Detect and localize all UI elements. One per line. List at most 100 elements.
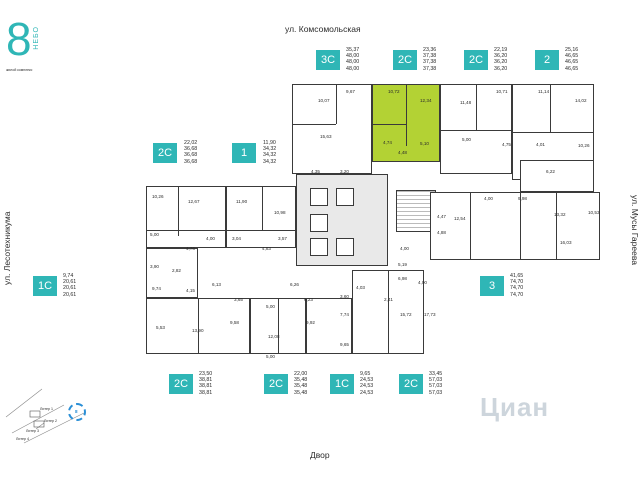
minimap-label: Литер 2 — [44, 419, 57, 423]
minimap-label: Литер 3 — [26, 429, 39, 433]
room-area: 5,00 — [150, 232, 159, 237]
apartment-3-right[interactable] — [430, 192, 600, 260]
unit-badge-left-2[interactable]: 1 — [232, 143, 256, 163]
price-line: 37,38 — [423, 53, 437, 60]
apartment-2c-left[interactable] — [146, 186, 226, 248]
room-area: 3,04 — [232, 236, 241, 241]
price-line: 9,65 — [360, 371, 371, 377]
room-area: 7,74 — [340, 312, 349, 317]
unit-badge-top-1[interactable]: 3С — [316, 50, 340, 70]
room-area: 9,58 — [230, 320, 239, 325]
apartment-block-right-top[interactable] — [520, 160, 594, 192]
room-area: 3,65 — [234, 297, 243, 302]
stairwell — [396, 190, 436, 232]
price-line: 25,16 — [565, 47, 579, 53]
unit-prices-left-1: 22,02 36,68 36,68 36,68 — [184, 140, 197, 165]
room-area: 4,75 — [502, 142, 511, 147]
compass-ring — [68, 403, 86, 421]
room-area: 4,15 — [186, 288, 195, 293]
unit-prices-left-3: 9,74 20,61 20,61 20,61 — [63, 273, 76, 298]
room-area: 4,01 — [536, 142, 545, 147]
price-line: 36,68 — [184, 158, 198, 165]
unit-badge-left-3[interactable]: 1С — [33, 276, 57, 296]
price-line: 24,53 — [360, 389, 374, 396]
price-line: 35,48 — [294, 383, 308, 390]
room-area: 9,65 — [340, 342, 349, 347]
unit-prices-bottom-2: 22,00 35,48 35,48 35,48 — [294, 371, 307, 396]
room-area: 5,00 — [266, 304, 275, 309]
room-area: 3,20 — [340, 169, 349, 174]
price-line: 35,37 — [346, 47, 360, 53]
room-area: 12,08 — [268, 334, 280, 339]
room-area: 10,26 — [152, 194, 164, 199]
room-area: 9,98 — [518, 196, 527, 201]
unit-badge-bottom-2[interactable]: 2С — [264, 374, 288, 394]
price-line: 41,65 — [510, 273, 524, 279]
unit-prices-left-2: 11,90 34,32 34,32 34,32 — [263, 140, 276, 165]
room-area: 10,72 — [388, 89, 400, 94]
room-area: 11,14 — [538, 89, 550, 94]
room-area: 4,76 — [186, 246, 195, 251]
price-line: 38,81 — [199, 389, 213, 396]
apartment-1c-left[interactable] — [146, 248, 198, 298]
room-area: 9,92 — [306, 320, 315, 325]
unit-badge-top-4[interactable]: 2 — [535, 50, 559, 70]
room-area: 4,00 — [484, 196, 493, 201]
room-area: 12,34 — [420, 98, 432, 103]
room-area: 5,53 — [156, 325, 165, 330]
unit-badge-left-1[interactable]: 2С — [153, 143, 177, 163]
unit-badge-top-2[interactable]: 2С — [393, 50, 417, 70]
room-area: 3,57 — [278, 236, 287, 241]
unit-badge-right-1[interactable]: 3 — [480, 276, 504, 296]
room-area: 12,54 — [454, 216, 466, 221]
room-area: 5,00 — [462, 137, 471, 142]
price-line: 46,65 — [565, 65, 579, 72]
elevator-1 — [310, 188, 328, 206]
price-line: 38,81 — [199, 377, 213, 384]
apartment-1c-bottom[interactable] — [306, 298, 352, 354]
price-line: 22,19 — [494, 47, 508, 53]
unit-badge-top-3[interactable]: 2С — [464, 50, 488, 70]
unit-prices-top-3: 22,19 36,20 36,20 36,20 — [494, 47, 507, 72]
unit-prices-bottom-1: 23,50 38,81 38,81 38,81 — [199, 371, 212, 396]
price-line: 48,00 — [346, 59, 360, 66]
price-line: 74,70 — [510, 291, 524, 298]
room-area: 17,73 — [424, 312, 436, 317]
minimap-label: Литер 1 — [40, 407, 53, 411]
unit-prices-bottom-4: 33,45 57,03 57,03 57,03 — [429, 371, 442, 396]
room-area: 15,72 — [400, 312, 412, 317]
price-line: 48,00 — [346, 53, 360, 60]
compass-value: 8 — [75, 409, 78, 414]
price-line: 57,03 — [429, 383, 443, 390]
minimap-label: Литер 4 — [16, 437, 29, 441]
price-line: 36,20 — [494, 65, 508, 72]
unit-badge-bottom-3[interactable]: 1С — [330, 374, 354, 394]
unit-badge-bottom-4[interactable]: 2С — [399, 374, 423, 394]
price-line: 36,68 — [184, 146, 198, 153]
room-area: 6,26 — [290, 282, 299, 287]
price-line: 37,38 — [423, 65, 437, 72]
price-line: 34,32 — [263, 152, 277, 159]
apartment-3c-top[interactable] — [292, 84, 372, 174]
room-area: 4,47 — [437, 214, 446, 219]
price-line: 23,36 — [423, 47, 437, 53]
room-area: 10,53 — [588, 210, 600, 215]
elevator-3 — [310, 214, 328, 232]
price-line: 33,45 — [429, 371, 443, 377]
unit-prices-top-1: 35,37 48,00 48,00 48,00 — [346, 47, 359, 72]
room-area: 11,90 — [236, 199, 248, 204]
price-line: 46,65 — [565, 59, 579, 66]
elevator-2 — [336, 188, 354, 206]
room-area: 4,74 — [383, 140, 392, 145]
room-area: 10,07 — [318, 98, 330, 103]
price-line: 9,74 — [63, 273, 74, 279]
price-line: 57,03 — [429, 377, 443, 384]
apartment-1-left[interactable] — [226, 186, 296, 248]
unit-badge-bottom-1[interactable]: 2С — [169, 374, 193, 394]
price-line: 36,68 — [184, 152, 198, 159]
room-area: 13,32 — [554, 212, 566, 217]
room-area: 4,00 — [400, 246, 409, 251]
room-area: 4,88 — [437, 230, 446, 235]
price-line: 34,32 — [263, 146, 277, 153]
